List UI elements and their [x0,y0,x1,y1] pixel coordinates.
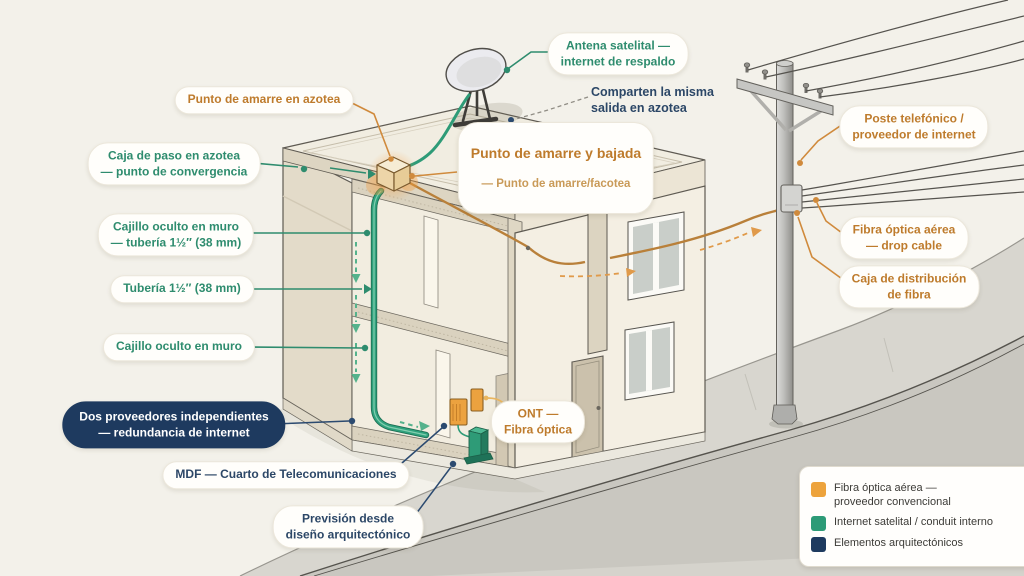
roof-cable [407,180,529,249]
legend-label-arquitectonicos: Elementos arquitectónicos [834,536,964,549]
legend-row-arquitectonicos: Elementos arquitectónicos [811,536,1024,552]
flow-arrow-orange-2 [699,231,751,251]
flow-arrowhead-teal-1 [351,274,361,283]
satellite-dish [445,47,507,128]
label-cajillo-oculto: Cajillo oculto en muro [102,333,256,361]
curb-line-1 [299,335,1024,576]
legend-row-satelital: Internet satelital / conduit interno [811,515,1024,531]
legend-label-satelital: Internet satelital / conduit interno [834,515,993,528]
slab-texture [357,187,509,463]
label-caja-de-paso: Caja de paso en azotea — punto de conver… [87,142,261,186]
flow-arrowhead-teal-4 [419,421,430,431]
flow-arrowhead-orange-1 [626,268,636,277]
ont-hook-dot [483,395,489,401]
window-lower-divider [646,330,652,391]
mdf-panel-vents [452,404,461,421]
dish-face-inner [456,56,502,88]
crossarm [736,78,834,116]
pole-body [776,62,794,421]
label-fibra-aerea: Fibra óptica aérea — drop cable [839,216,969,260]
junction-box-right [393,164,411,192]
label-mdf: MDF — Cuarto de Telecomunicaciones [162,461,410,489]
dish-base [452,116,499,128]
left-wall-molding [282,195,353,232]
curb-line-2 [313,343,1024,576]
plinth-left [282,397,353,452]
label-tuberia: Tubería 1½″ (38 mm) [110,275,254,303]
roof-parapet-inner-line-2 [308,117,676,194]
flow-arrowhead-teal-2 [351,324,361,333]
wall-box [470,388,484,412]
legend-swatch-fibra [811,482,826,497]
pole-cap [776,60,794,67]
ont-device-base [463,452,494,465]
label-punto-amarre-bajada-line2: — Punto de amarre/facotea [481,178,631,191]
label-caja-distribucion: Caja de distribución de fibra [838,265,980,309]
pole-braces [749,89,822,133]
label-dos-proveedores: Dos proveedores independientes — redunda… [62,401,286,449]
label-prevision: Previsión desde diseño arquitectónico [272,505,424,549]
pole-foot [771,404,798,425]
drop-cable [407,180,586,266]
door-knob [596,406,601,410]
legend-label-fibra: Fibra óptica aérea — proveedor convencio… [834,482,951,509]
roof-parapet-inner-line [302,113,683,199]
house-shadow [270,409,545,493]
legend-row-fibra: Fibra óptica aérea — proveedor convencio… [811,481,1024,510]
pillar-front [587,191,608,355]
label-punto-amarre-azotea: Punto de amarre en azotea [174,86,354,114]
flow-arrowhead-teal-3 [351,374,361,383]
interior-pillar-upper [423,215,439,309]
legend-swatch-satelital [811,515,826,531]
label-ont: ONT — Fibra óptica [490,400,586,444]
utility-wires [747,0,1024,209]
interior-pillar-lower [435,349,451,439]
legend: Fibra óptica aérea — proveedor convencio… [799,466,1024,567]
facade-anchor [525,245,531,251]
label-cajillo-tuberia: Cajillo oculto en muro — tubería 1½″ (38… [97,213,255,257]
drop-cable-sag [527,246,586,266]
legend-swatch-arquitectonicos [811,536,826,552]
note-comparten-salida: Comparten la misma salida en azotea [591,85,714,116]
indoor-equipment [449,388,507,465]
label-poste-telefonico: Poste telefónico / proveedor de internet [839,105,989,149]
label-punto-amarre-bajada: Punto de amarre y bajada — Punto de amar… [457,122,655,214]
flow-arrow-orange-1 [559,272,623,278]
conduit-flow-arrows [355,242,419,428]
telephone-pole [736,60,834,429]
label-antena-satelital: Antena satelital — internet de respaldo [547,32,689,76]
fiber-distribution-box [780,184,803,213]
patch-cable [457,424,471,438]
left-wall [282,147,353,442]
flow-arrowhead-orange-2 [751,227,762,237]
window-upper-divider [653,222,659,291]
label-punto-amarre-bajada-line1: Punto de amarre y bajada [470,144,642,161]
insulators [743,62,824,99]
